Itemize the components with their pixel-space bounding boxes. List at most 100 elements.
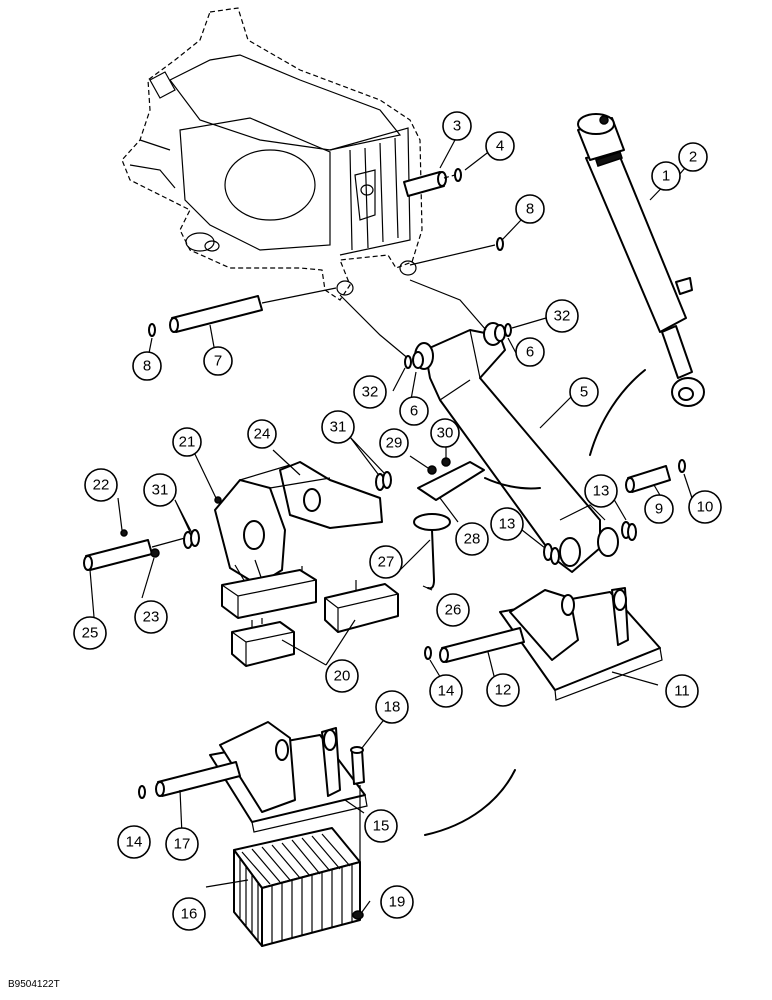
pin-7 [169, 287, 337, 333]
rotation-arrow-mid [484, 477, 541, 490]
callout-27-label: 27 [378, 554, 395, 571]
callout-2: 2 [678, 142, 708, 172]
callout-15: 15 [364, 809, 398, 843]
callout-18-label: 18 [384, 699, 401, 716]
callout-12-label: 12 [495, 682, 512, 699]
washer-31-right-b [382, 471, 392, 489]
callout-23: 23 [134, 600, 168, 634]
callout-25-label: 25 [82, 625, 99, 642]
hydraulic-cylinder [577, 113, 705, 407]
pivot-bracket-24 [214, 461, 383, 586]
callout-22-label: 22 [93, 477, 110, 494]
callout-5-label: 5 [580, 384, 588, 401]
washer-8-upper [496, 237, 504, 251]
callout-4: 4 [485, 131, 515, 161]
callout-8-upper: 8 [515, 194, 545, 224]
callout-31-left-label: 31 [152, 482, 169, 499]
washer-13-left-b [550, 547, 560, 565]
pin-9 [625, 465, 671, 493]
bolt-18 [350, 746, 365, 785]
callout-9-label: 9 [655, 501, 663, 518]
pin-17 [155, 761, 241, 797]
bolt-21 [214, 496, 222, 504]
washer-27 [413, 513, 451, 531]
callout-1-label: 1 [662, 168, 670, 185]
callout-24-label: 24 [254, 426, 271, 443]
callout-21-label: 21 [179, 434, 196, 451]
bolt-22 [120, 529, 128, 537]
washer-10 [678, 459, 686, 473]
callout-10: 10 [688, 490, 722, 524]
j-bolt-26 [427, 529, 435, 590]
callout-31-right: 31 [321, 410, 355, 444]
callout-14-lower-label: 14 [126, 834, 143, 851]
callout-32-right: 32 [545, 299, 579, 333]
callout-8-lower: 8 [132, 351, 162, 381]
callout-10-label: 10 [697, 499, 714, 516]
callout-29: 29 [379, 428, 409, 458]
callout-28: 28 [455, 522, 489, 556]
rubber-pads-20 [221, 566, 399, 667]
callout-6-right: 6 [515, 337, 545, 367]
callout-14-upper-label: 14 [438, 683, 455, 700]
callout-15-label: 15 [373, 818, 390, 835]
callout-32-left-label: 32 [362, 384, 379, 401]
lower-bracket-15 [209, 721, 368, 833]
callout-11: 11 [665, 674, 699, 708]
callout-14-upper: 14 [429, 674, 463, 708]
callout-26: 26 [436, 593, 470, 627]
washer-4 [454, 168, 462, 182]
callout-13-left: 13 [490, 507, 524, 541]
nut-19 [352, 910, 364, 920]
callout-12: 12 [486, 673, 520, 707]
rotation-arrow-lower [424, 769, 516, 836]
callout-13-left-label: 13 [499, 516, 516, 533]
callout-2-label: 2 [689, 149, 697, 166]
callout-9: 9 [644, 494, 674, 524]
drawing-code: B9504122T [8, 979, 60, 990]
callout-14-lower: 14 [117, 825, 151, 859]
callout-28-label: 28 [464, 531, 481, 548]
callout-27: 27 [369, 545, 403, 579]
pin-12 [439, 627, 525, 663]
callout-1: 1 [651, 161, 681, 191]
washer-13-right-b [627, 523, 637, 541]
callout-13-right-label: 13 [593, 483, 610, 500]
callout-31-right-label: 31 [330, 419, 347, 436]
nut-23 [150, 548, 160, 558]
washer-32-left [404, 355, 412, 369]
rotation-arrow-upper [589, 369, 646, 456]
callout-20: 20 [325, 659, 359, 693]
washer-14-lower [138, 785, 146, 799]
mount-bracket-11 [499, 587, 663, 701]
callout-16-label: 16 [181, 906, 198, 923]
callout-24: 24 [247, 419, 277, 449]
callout-30: 30 [430, 418, 460, 448]
nut-30 [441, 457, 451, 467]
bushing-6-right [494, 324, 506, 342]
callout-23-label: 23 [143, 609, 160, 626]
callout-18: 18 [375, 690, 409, 724]
callout-25: 25 [73, 616, 107, 650]
callout-3: 3 [442, 111, 472, 141]
boom-arm-5 [339, 279, 619, 573]
callout-3-label: 3 [453, 118, 461, 135]
nut-29 [427, 465, 437, 475]
callout-32-right-label: 32 [554, 308, 571, 325]
callout-31-left: 31 [143, 473, 177, 507]
callout-26-label: 26 [445, 602, 462, 619]
callout-20-label: 20 [334, 668, 351, 685]
callout-7: 7 [203, 346, 233, 376]
pin-25 [83, 537, 186, 571]
callout-8-lower-label: 8 [143, 358, 151, 375]
plate-28 [417, 461, 485, 501]
callout-7-label: 7 [214, 353, 222, 370]
pin-3 [403, 171, 456, 197]
callout-8-upper-label: 8 [526, 201, 534, 218]
leader-lines [89, 139, 693, 913]
callout-21: 21 [172, 427, 202, 457]
callout-22: 22 [84, 468, 118, 502]
callout-19: 19 [380, 885, 414, 919]
bushing-6-left [412, 351, 424, 369]
callout-6-right-label: 6 [526, 344, 534, 361]
